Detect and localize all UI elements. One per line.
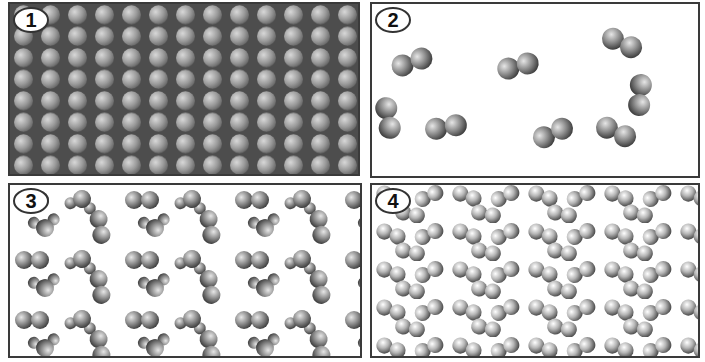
mixture-panel: 3: [8, 183, 362, 358]
callout-number: 1: [13, 7, 49, 33]
solid-panel: 1: [8, 2, 360, 176]
callout-number: 4: [375, 188, 411, 214]
callout-number: 3: [13, 188, 49, 214]
callout-number: 2: [375, 7, 411, 33]
liquid-panel: 4: [370, 183, 700, 358]
gas-panel: 2: [370, 2, 700, 178]
